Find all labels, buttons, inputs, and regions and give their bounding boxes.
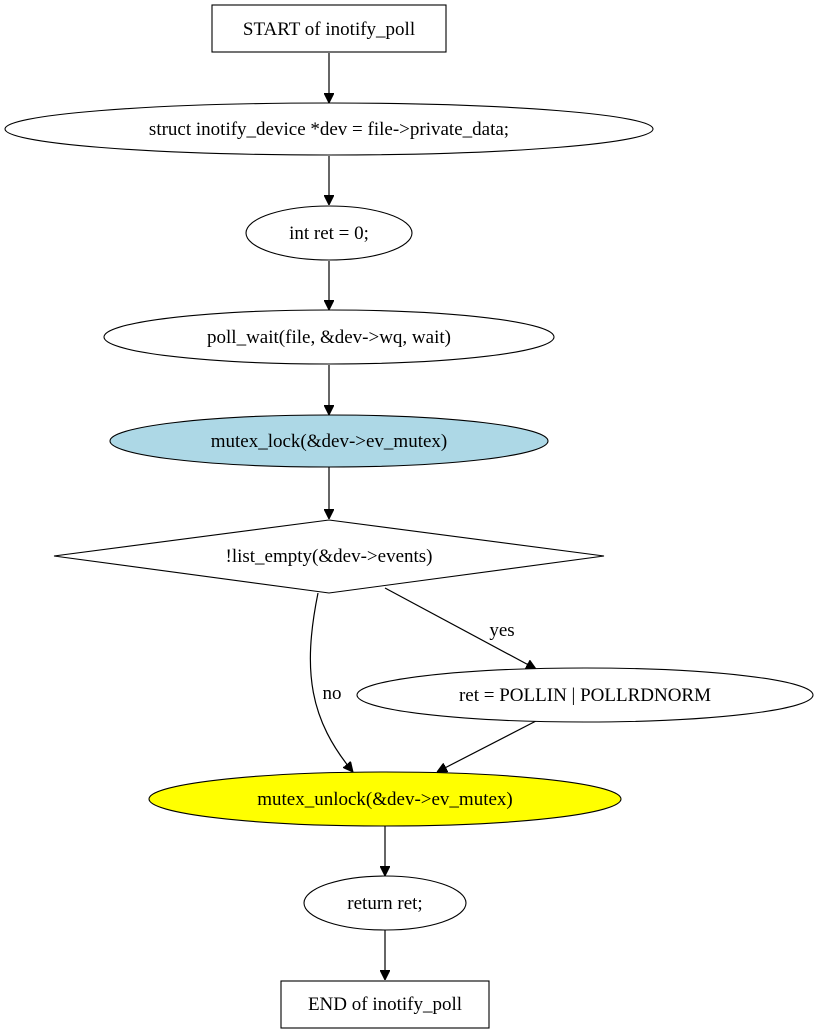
node-dev-decl: struct inotify_device *dev = file->priva… (4, 102, 654, 156)
start-box (211, 4, 447, 53)
mutex-lock-label: mutex_lock(&dev->ev_mutex) (211, 431, 448, 452)
node-start: START of inotify_poll (211, 4, 447, 53)
ret-assign-label: ret = POLLIN | POLLRDNORM (459, 685, 711, 706)
node-ret-assign: ret = POLLIN | POLLRDNORM (356, 667, 814, 723)
edge-label-yes: yes (489, 620, 514, 641)
node-end: END of inotify_poll (280, 980, 490, 1029)
return-ret-label: return ret; (347, 893, 422, 914)
dev-decl-label: struct inotify_device *dev = file->priva… (149, 119, 509, 140)
edge-list-check-yes (384, 587, 536, 670)
ret-decl-label: int ret = 0; (289, 223, 369, 244)
end-label: END of inotify_poll (308, 994, 462, 1015)
edge-list-check-no (309, 592, 353, 772)
return-ret-ellipse (303, 875, 467, 931)
node-list-check: !list_empty(&dev->events) (53, 519, 605, 594)
node-return-ret: return ret; (303, 875, 467, 931)
edges (309, 53, 537, 980)
node-poll-wait: poll_wait(file, &dev->wq, wait) (103, 309, 555, 365)
edge-label-no: no (323, 683, 342, 704)
dev-decl-ellipse (4, 102, 654, 156)
poll-wait-label: poll_wait(file, &dev->wq, wait) (207, 327, 451, 348)
start-label: START of inotify_poll (243, 19, 415, 40)
ret-decl-ellipse (245, 205, 413, 261)
node-mutex-unlock: mutex_unlock(&dev->ev_mutex) (148, 771, 622, 827)
poll-wait-ellipse (103, 309, 555, 365)
list-check-label: !list_empty(&dev->events) (226, 546, 433, 567)
node-mutex-lock: mutex_lock(&dev->ev_mutex) (109, 414, 549, 468)
edge-ret-assign-to-mutex-unlock (437, 720, 537, 773)
mutex-unlock-ellipse (148, 771, 622, 827)
mutex-lock-ellipse (109, 414, 549, 468)
mutex-unlock-label: mutex_unlock(&dev->ev_mutex) (257, 789, 513, 810)
list-check-diamond (53, 519, 605, 594)
end-box (280, 980, 490, 1029)
node-ret-decl: int ret = 0; (245, 205, 413, 261)
ret-assign-ellipse (356, 667, 814, 723)
